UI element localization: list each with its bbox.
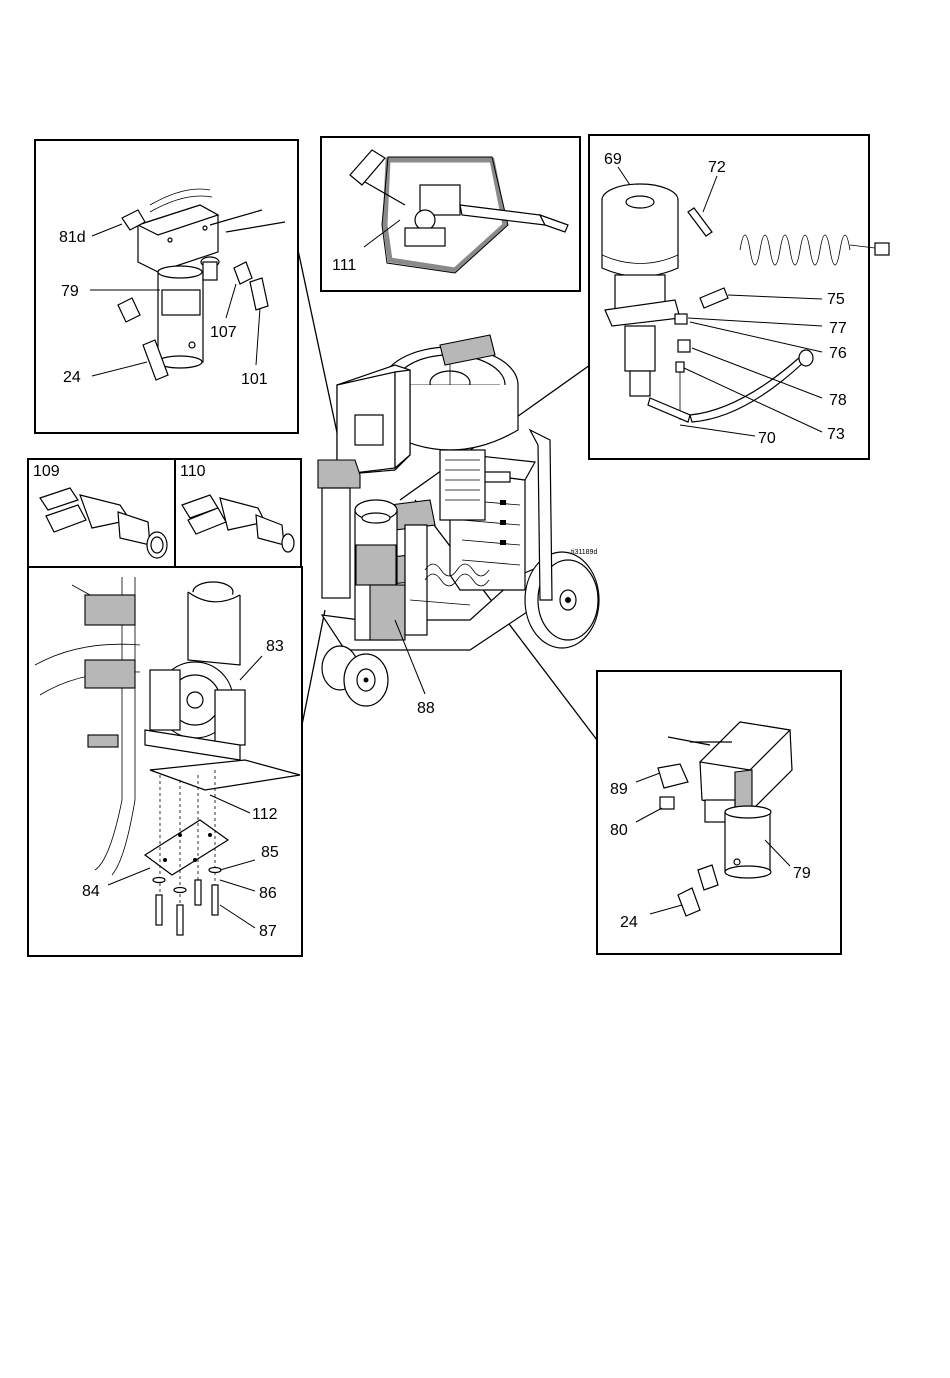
figure-reference: ti31189d — [571, 549, 597, 556]
callout-24-bottom: 24 — [620, 914, 638, 931]
callout-88: 88 — [417, 700, 435, 717]
detail-box-109: 109 — [28, 459, 175, 567]
detail-box-top-center: 111 — [321, 137, 580, 291]
callout-78: 78 — [829, 392, 847, 409]
callout-69: 69 — [604, 151, 622, 168]
callout-76: 76 — [829, 345, 847, 362]
main-unit-illustration: ti31189d — [318, 335, 599, 706]
callout-83: 83 — [266, 638, 284, 655]
detail-box-top-right: 69 72 75 77 76 78 73 70 — [589, 135, 889, 459]
callout-85: 85 — [261, 844, 279, 861]
detail-box-top-left: 81d 79 24 107 101 — [35, 140, 298, 433]
callout-80: 80 — [610, 822, 628, 839]
front-wheels — [322, 646, 388, 706]
callout-109: 109 — [33, 463, 60, 480]
motor — [440, 450, 485, 520]
detail-box-110: 110 — [175, 459, 301, 567]
callout-75: 75 — [827, 291, 845, 308]
callout-73: 73 — [827, 426, 845, 443]
callout-89: 89 — [610, 781, 628, 798]
detail-box-bottom-left: 83 112 85 84 86 87 — [28, 567, 302, 956]
callout-111: 111 — [332, 257, 356, 274]
callout-70: 70 — [758, 430, 776, 447]
callout-84: 84 — [82, 883, 100, 900]
callout-79-top: 79 — [61, 283, 79, 300]
callout-110: 110 — [180, 463, 206, 480]
callout-77: 77 — [829, 320, 847, 337]
detail-box-bottom-right: 89 80 79 24 — [597, 671, 841, 954]
callout-112: 112 — [252, 806, 278, 823]
callout-86: 86 — [259, 885, 277, 902]
callout-87: 87 — [259, 923, 277, 940]
callout-24-top: 24 — [63, 369, 81, 386]
callout-79-bottom: 79 — [793, 865, 811, 882]
callout-107: 107 — [210, 324, 237, 341]
callout-81d: 81d — [59, 229, 86, 246]
control-box — [337, 365, 410, 475]
rear-wheel — [525, 552, 599, 648]
callout-101: 101 — [241, 371, 268, 388]
callout-72: 72 — [708, 159, 726, 176]
